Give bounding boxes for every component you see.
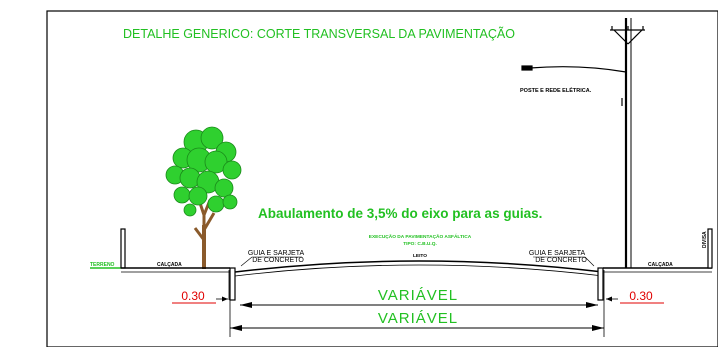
dimension-right-value: 0.30 xyxy=(629,289,653,303)
road-label: LEITO xyxy=(413,253,427,259)
curb-left-label-line1: GUIA E SARJETA xyxy=(248,250,305,257)
dimension-road-width: VARIÁVEL xyxy=(240,287,598,308)
terrain-label: TERRENO xyxy=(90,262,115,268)
dimension-right: 0.30 xyxy=(606,289,664,304)
slope-note: Abaulamento de 3,5% do eixo para as guia… xyxy=(258,206,542,221)
sidewalk-left-label: CALÇADA xyxy=(157,262,182,268)
sidewalk-right-label: CALÇADA xyxy=(648,262,673,268)
pole-label: POSTE E REDE ELÉTRICA. xyxy=(520,86,592,94)
drawing-title: DETALHE GENERICO: CORTE TRANSVERSAL DA P… xyxy=(123,27,515,41)
tree-icon xyxy=(165,126,242,269)
wall-label: DIVISA xyxy=(702,231,708,248)
dimension-road-value: VARIÁVEL xyxy=(378,287,458,304)
ground-section xyxy=(90,228,713,301)
dimension-left: 0.30 xyxy=(172,289,228,304)
curb-right-label-line1: GUIA E SARJETA xyxy=(529,250,586,257)
electric-pole-icon xyxy=(521,18,645,268)
dimension-total-width: VARIÁVEL xyxy=(229,300,605,337)
dimension-total-value: VARIÁVEL xyxy=(378,310,458,327)
paving-note-line1: EXECUÇÃO DA PAVIMENTAÇÃO ASFÁLTICA xyxy=(369,233,472,240)
dimension-left-value: 0.30 xyxy=(181,289,205,303)
paving-note-line2: TIPO: C.B.U.Q. xyxy=(403,241,437,247)
curb-right-label-line2: DE CONCRETO xyxy=(535,257,587,264)
curb-left-label-line2: DE CONCRETO xyxy=(252,257,304,264)
